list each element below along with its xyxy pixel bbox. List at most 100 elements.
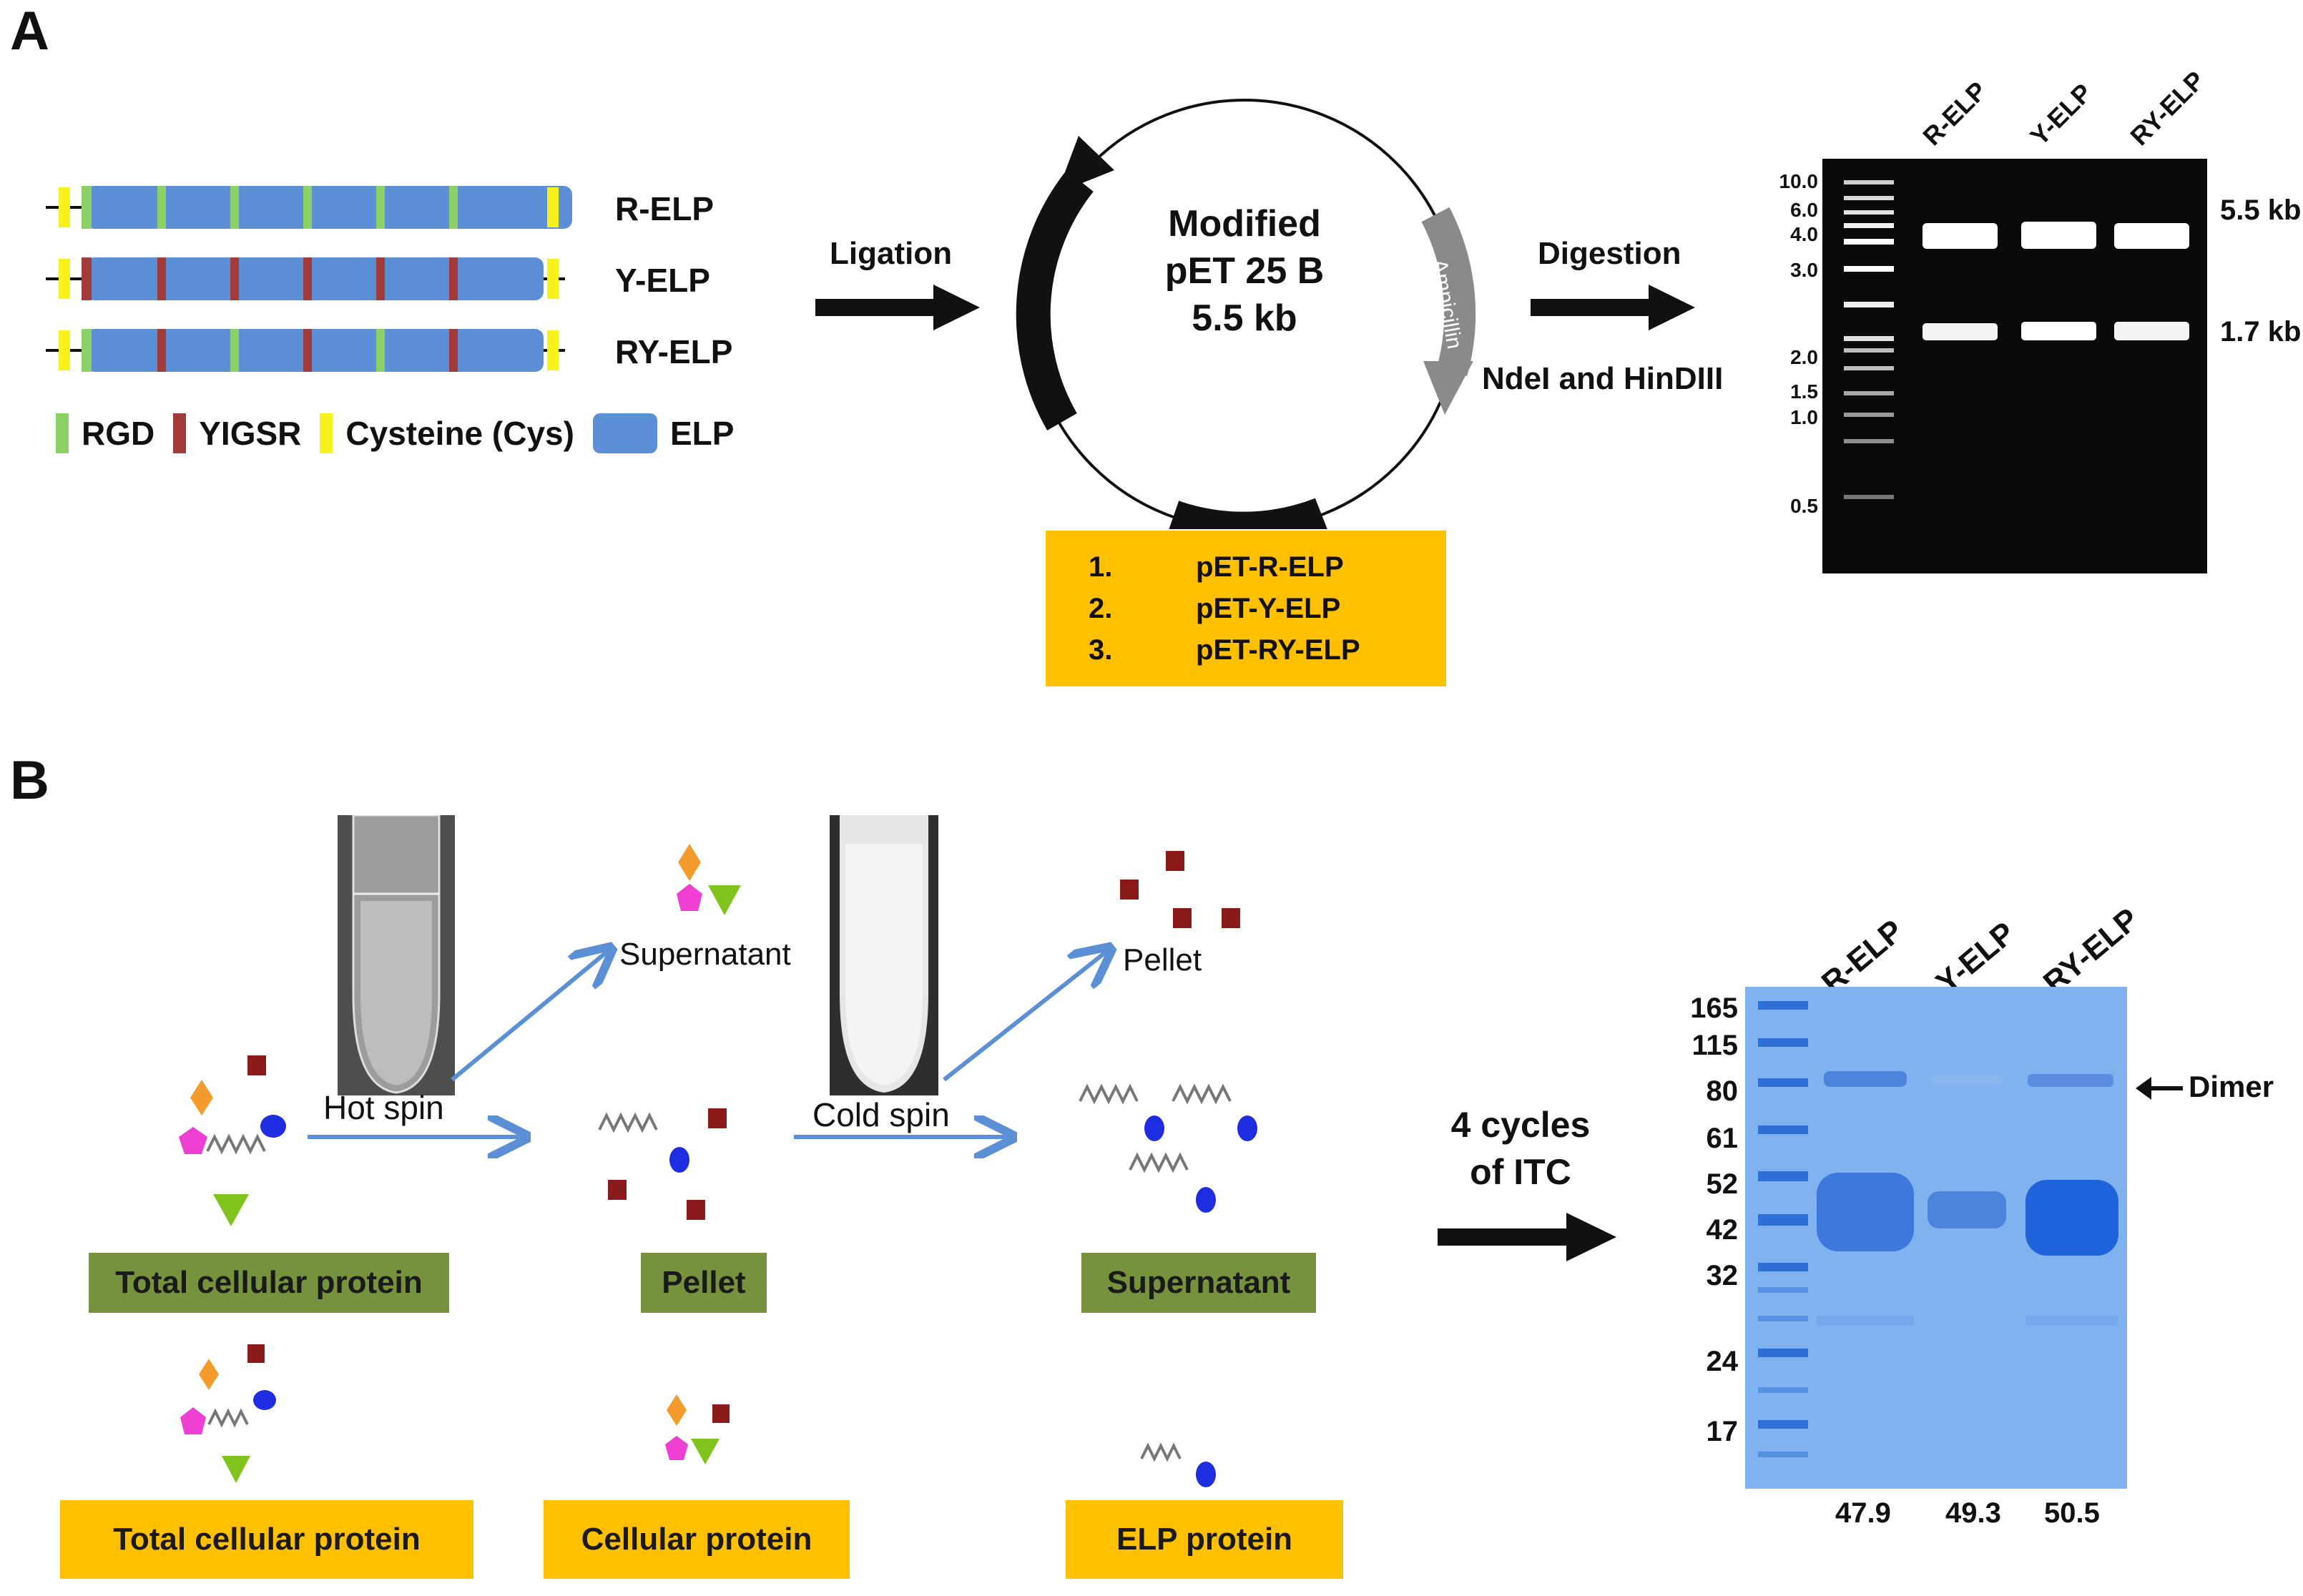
legend-swatch-rgd <box>56 413 69 453</box>
plasmid-list-name-3: pET-RY-ELP <box>1196 634 1360 666</box>
construct-ry-elp <box>46 329 565 372</box>
total-cellular-protein-orange-box: Total cellular protein <box>60 1500 473 1579</box>
plasmid-line-3: 5.5 kb <box>1192 297 1297 339</box>
plasmid-list-num-3: 3. <box>1089 634 1113 666</box>
sds-marker-165: 165 <box>1690 992 1738 1024</box>
construct-y-elp <box>46 257 565 300</box>
elp-protein-orange-box: ELP protein <box>1066 1500 1343 1579</box>
construct-legend: RGD YIGSR Cysteine (Cys) ELP <box>56 413 734 453</box>
sds-value-ry-elp: 50.5 <box>2044 1497 2100 1529</box>
sds-marker-24: 24 <box>1706 1346 1739 1377</box>
ladder-label-4: 4.0 <box>1790 223 1818 245</box>
construct-label-y-elp: Y-ELP <box>615 262 710 299</box>
protein-cartoons <box>179 844 1257 1487</box>
sds-value-r-elp: 47.9 <box>1835 1497 1891 1529</box>
sds-marker-42: 42 <box>1706 1214 1739 1246</box>
plasmid-map <box>1016 99 1476 529</box>
supernatant-top-label: Supernatant <box>619 937 791 972</box>
sds-values: 47.9 49.3 50.5 <box>1817 1497 2146 1540</box>
legend-swatch-cys <box>320 413 333 453</box>
itc-line-1: 4 cycles <box>1450 1105 1591 1145</box>
gel-lane-label-r-elp: R-ELP <box>1917 75 1993 152</box>
ladder-label-2: 2.0 <box>1790 346 1818 368</box>
dimer-arrow <box>2136 1077 2183 1100</box>
legend-label-cys: Cysteine (Cys) <box>345 415 574 452</box>
sds-marker-61: 61 <box>1706 1123 1739 1154</box>
dimer-label: Dimer <box>2189 1070 2274 1103</box>
legend-label-yigsr: YIGSR <box>199 415 302 452</box>
ladder-label-6: 6.0 <box>1790 199 1818 221</box>
sds-gel-bands <box>1758 1001 2118 1457</box>
dna-ladder <box>1844 180 2189 499</box>
sds-lane-labels: R-ELP Y-ELP RY-ELP <box>1815 887 2160 1001</box>
panel-a-letter: A <box>10 1 49 61</box>
gel-lane-label-y-elp: Y-ELP <box>2024 77 2098 152</box>
total-cellular-protein-green-box: Total cellular protein <box>89 1253 449 1313</box>
mixture-cartoon-4 <box>1120 851 1240 928</box>
legend-label-rgd: RGD <box>82 415 155 452</box>
band-label-1-7kb: 1.7 kb <box>2220 316 2302 348</box>
hot-spin-label: Hot spin <box>323 1089 444 1126</box>
enzymes-label: NdeI and HinDIII <box>1482 361 1724 396</box>
sds-marker-32: 32 <box>1706 1260 1739 1291</box>
sds-value-y-elp: 49.3 <box>1945 1497 2001 1529</box>
plasmid-title: Modified pET 25 B 5.5 kb <box>1116 200 1373 342</box>
gel-lane-label-ry-elp: RY-ELP <box>2124 65 2211 152</box>
dna-gel-lane-labels: R-ELP Y-ELP RY-ELP <box>1917 43 2231 152</box>
sds-marker-labels: 165 115 80 61 52 42 32 24 17 <box>1674 987 1738 1489</box>
plasmid-list-name-2: pET-Y-ELP <box>1196 593 1341 624</box>
cold-spin-tube-photo <box>830 815 938 1095</box>
mixture-cartoon-2 <box>598 1108 727 1220</box>
sds-marker-115: 115 <box>1691 1030 1738 1061</box>
itc-line-2: of ITC <box>1470 1152 1571 1192</box>
plasmid-line-1: Modified <box>1168 203 1321 245</box>
ladder-label-1: 1.0 <box>1790 406 1818 428</box>
dna-gel <box>1822 159 2207 573</box>
supernatant-green-box: Supernatant <box>1081 1253 1316 1313</box>
ladder-label-10: 10.0 <box>1779 170 1819 192</box>
mixture-cartoon-8 <box>1140 1442 1216 1487</box>
panel-b-letter: B <box>10 750 49 811</box>
ladder-label-0-5: 0.5 <box>1790 495 1818 517</box>
dna-ladder-labels: 10.0 6.0 4.0 3.0 2.0 1.5 1.0 0.5 <box>1767 159 1819 573</box>
digestion-label: Digestion <box>1538 236 1681 271</box>
plasmid-list-num-1: 1. <box>1089 551 1113 583</box>
flow-arrows <box>308 787 1359 1216</box>
pellet-green-box: Pellet <box>641 1253 767 1313</box>
itc-label: 4 cycles of ITC <box>1428 1101 1614 1196</box>
construct-label-ry-elp: RY-ELP <box>615 333 733 370</box>
sds-marker-17: 17 <box>1706 1416 1739 1447</box>
ligation-label: Ligation <box>830 236 953 271</box>
mixture-cartoon-7 <box>665 1394 730 1464</box>
sds-gel <box>1745 987 2127 1489</box>
sds-marker-52: 52 <box>1706 1168 1739 1200</box>
itc-arrow <box>1438 1213 1616 1261</box>
ladder-label-1-5: 1.5 <box>1790 380 1818 403</box>
sds-marker-80: 80 <box>1706 1075 1739 1107</box>
digestion-arrow <box>1531 285 1695 330</box>
construct-r-elp <box>46 186 572 229</box>
plasmid-list-name-1: pET-R-ELP <box>1196 551 1344 583</box>
legend-swatch-yigsr <box>173 413 187 453</box>
construct-diagram <box>46 186 572 372</box>
mixture-cartoon-6 <box>180 1344 276 1483</box>
plasmid-list-num-2: 2. <box>1089 593 1113 624</box>
plasmid-list-item-3: 3. pET-RY-ELP <box>1089 629 1446 671</box>
mixture-cartoon-5 <box>1079 1083 1257 1213</box>
legend-swatch-elp <box>592 413 657 453</box>
band-label-5-5kb: 5.5 kb <box>2220 194 2302 226</box>
pellet-top-label: Pellet <box>1123 942 1202 977</box>
mixture-cartoon-3 <box>677 844 741 915</box>
legend-label-elp: ELP <box>669 415 735 452</box>
ligation-arrow <box>815 285 980 330</box>
plasmid-list-item-1: 1. pET-R-ELP <box>1089 546 1446 588</box>
puc-ori-label: pUC ori <box>1193 465 1266 488</box>
plasmid-list-item-2: 2. pET-Y-ELP <box>1089 588 1446 629</box>
ladder-label-3: 3.0 <box>1790 259 1818 281</box>
plasmid-line-2: pET 25 B <box>1164 250 1325 292</box>
construct-label-r-elp: R-ELP <box>615 190 714 227</box>
mixture-cartoon-1 <box>179 1055 286 1226</box>
hot-spin-tube-photo <box>338 815 455 1095</box>
cellular-protein-orange-box: Cellular protein <box>544 1500 850 1579</box>
cold-spin-label: Cold spin <box>812 1096 950 1133</box>
